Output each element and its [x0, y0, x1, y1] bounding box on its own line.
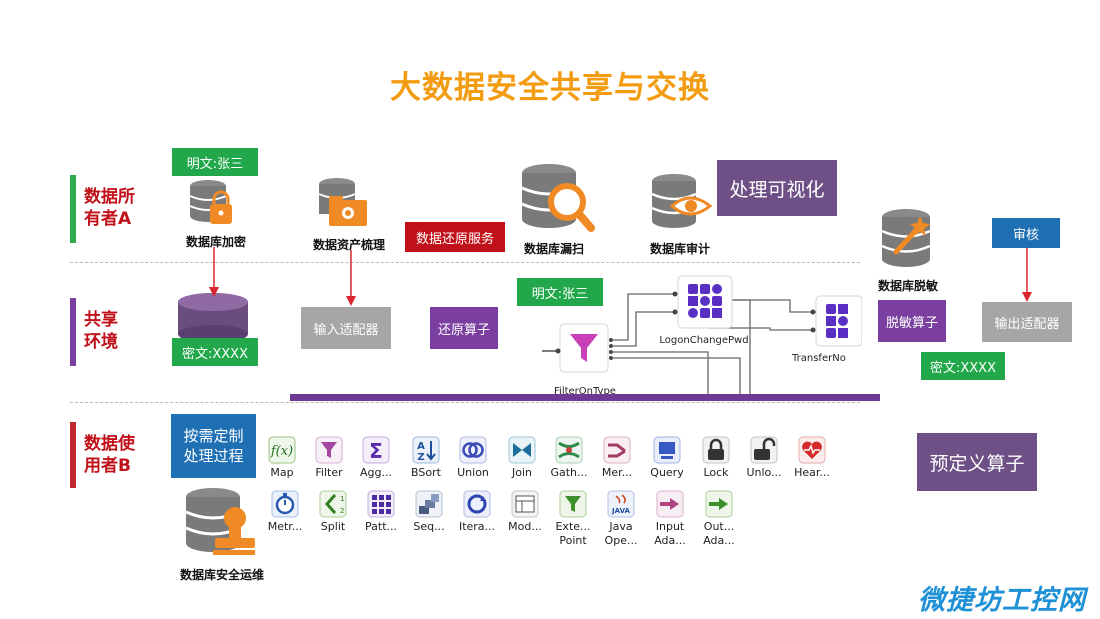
gather-icon	[555, 436, 583, 464]
database-lock-icon	[189, 180, 232, 224]
row-bar-user	[70, 422, 76, 488]
divider-bottom	[70, 402, 860, 403]
plaintext-tag-owner: 明文:张三	[172, 148, 258, 176]
mask-op-box: 脱敏算子	[878, 300, 946, 342]
page-title: 大数据安全共享与交换	[390, 70, 710, 106]
operator-sequence[interactable]: Seq...	[407, 490, 451, 534]
heart-icon	[798, 436, 826, 464]
unlock-icon	[750, 436, 778, 464]
operator-java[interactable]: JAVA Java Ope...	[599, 490, 643, 548]
shared-environment-bar	[290, 394, 880, 401]
lock-icon	[702, 436, 730, 464]
sort-az-icon: AZ	[412, 436, 440, 464]
plaintext-tag-shared: 明文:张三	[517, 278, 603, 306]
operator-metric[interactable]: Metr...	[263, 490, 307, 534]
db-encrypt-label: 数据库加密	[185, 235, 246, 249]
operator-iterate[interactable]: Itera...	[455, 490, 499, 534]
input-adapter-icon	[656, 490, 684, 518]
svg-text:Σ: Σ	[369, 439, 383, 463]
operator-input-adapter[interactable]: Input Ada...	[648, 490, 692, 548]
flow-node-logonchangepwd: LogonChangePwd	[659, 335, 749, 346]
database-wand-icon	[881, 209, 931, 267]
svg-text:2: 2	[340, 507, 344, 515]
model-icon	[511, 490, 539, 518]
sequence-icon	[415, 490, 443, 518]
flow-node-transferno: TransferNo	[792, 353, 846, 364]
operator-lock[interactable]: Lock	[694, 436, 738, 480]
operator-heartbeat[interactable]: Hear...	[790, 436, 834, 480]
row-label-user: 数据使 用者B	[84, 434, 135, 476]
input-adapter-box: 输入适配器	[301, 307, 391, 349]
svg-text:A: A	[417, 441, 425, 452]
db-audit-label: 数据库审计	[649, 242, 710, 256]
asset-sort-label: 数据资产梳理	[312, 238, 385, 252]
function-icon: f(x)	[268, 436, 296, 464]
row-label-shared: 共享 环境	[84, 310, 118, 352]
database-eye-icon	[651, 174, 712, 228]
database-stamp-icon	[185, 488, 255, 555]
stopwatch-icon	[271, 490, 299, 518]
ciphertext-tag-output: 密文:XXXX	[921, 352, 1005, 380]
operator-unlock[interactable]: Unlo...	[742, 436, 786, 480]
operator-query[interactable]: Query	[645, 436, 689, 480]
union-icon	[459, 436, 487, 464]
database-icon	[178, 293, 248, 343]
operator-pattern[interactable]: Patt...	[359, 490, 403, 534]
operator-union[interactable]: Union	[451, 436, 495, 480]
predefined-ops-box: 预定义算子	[917, 433, 1037, 491]
join-icon	[508, 436, 536, 464]
extension-icon	[559, 490, 587, 518]
funnel-icon	[315, 436, 343, 464]
operator-extension-point[interactable]: Exte... Point	[551, 490, 595, 548]
svg-text:JAVA: JAVA	[611, 507, 630, 515]
svg-text:1: 1	[340, 495, 344, 503]
query-icon	[653, 436, 681, 464]
arrow-encrypt-down	[209, 247, 219, 297]
custom-process-box: 按需定制 处理过程	[171, 414, 256, 478]
svg-text:Z: Z	[417, 452, 424, 463]
divider-top	[70, 262, 860, 263]
row-label-owner: 数据所 有者A	[84, 187, 135, 229]
row-bar-owner	[70, 175, 76, 243]
review-box: 审核	[992, 218, 1060, 248]
workflow-diagram	[542, 275, 862, 400]
operator-map[interactable]: f(x) Map	[260, 436, 304, 480]
restore-service-box: 数据还原服务	[405, 222, 505, 252]
output-adapter-icon	[705, 490, 733, 518]
arrow-review-down	[1022, 248, 1032, 302]
java-icon: JAVA	[607, 490, 635, 518]
database-folder-icon	[318, 178, 367, 226]
pattern-icon	[367, 490, 395, 518]
db-scan-label: 数据库漏扫	[523, 242, 584, 256]
restore-op-box: 还原算子	[430, 307, 498, 349]
database-search-icon	[521, 164, 595, 232]
operator-model[interactable]: Mod...	[503, 490, 547, 534]
arrow-asset-down	[346, 250, 356, 306]
row-bar-shared	[70, 298, 76, 366]
operator-aggregate[interactable]: Σ Agg...	[354, 436, 398, 480]
operator-filter[interactable]: Filter	[307, 436, 351, 480]
visualize-box: 处理可视化	[717, 160, 837, 216]
operator-gather[interactable]: Gath...	[547, 436, 591, 480]
split-icon: 12	[319, 490, 347, 518]
db-ops-label: 数据库安全运维	[179, 568, 264, 582]
operator-join[interactable]: Join	[500, 436, 544, 480]
iterate-icon	[463, 490, 491, 518]
output-adapter-box: 输出适配器	[982, 302, 1072, 342]
operator-merge[interactable]: Mer...	[595, 436, 639, 480]
operator-output-adapter[interactable]: Out... Ada...	[697, 490, 741, 548]
flow-node-filterontype: FilterOnType	[554, 386, 616, 397]
sigma-icon: Σ	[362, 436, 390, 464]
svg-text:f(x): f(x)	[270, 444, 293, 459]
db-mask-label: 数据库脱敏	[877, 279, 938, 293]
ciphertext-tag-shared: 密文:XXXX	[172, 338, 258, 366]
merge-icon	[603, 436, 631, 464]
watermark: 微捷坊工控网	[918, 585, 1086, 616]
